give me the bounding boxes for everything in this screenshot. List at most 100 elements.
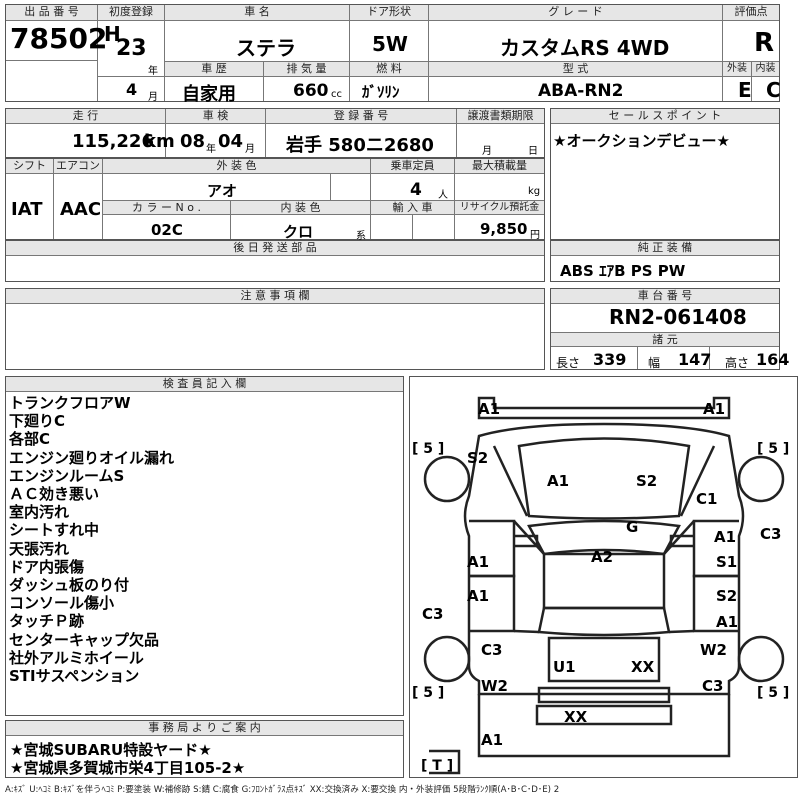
equipment-value: ABS ｴｱB PS PW: [560, 262, 686, 280]
inspection-label: 車 検: [166, 109, 265, 124]
color-value: アオ: [207, 182, 238, 200]
score-value: R: [754, 28, 775, 58]
door-value: 5W: [372, 32, 408, 56]
sales-point-label: セ ー ル ス ポ イ ン ト: [551, 109, 779, 124]
inspection-year-unit: 年: [206, 144, 216, 155]
mark-front-door-right-s1: S1: [716, 553, 738, 571]
era-value: H: [104, 22, 121, 46]
capacity-value: 4: [410, 180, 422, 200]
year-value: 23: [116, 36, 147, 61]
import-label: 輸 入 車: [371, 201, 454, 215]
lot-number: 78502: [10, 22, 108, 55]
shift-value: IAT: [11, 199, 43, 220]
interior-label: 内装: [752, 62, 779, 77]
mileage-unit: km: [144, 131, 175, 152]
height-label: 高さ: [725, 356, 750, 370]
inspector-note: ドア内張傷: [9, 557, 85, 576]
caution-label: 注 意 事 項 欄: [6, 289, 544, 304]
inspector-note: 各部C: [9, 430, 51, 449]
recycle-label: リサイクル預託金: [455, 201, 544, 215]
grade-value: カスタムRS 4WD: [500, 36, 670, 60]
mark-right-rear: C3: [702, 677, 724, 695]
mark-left-rear: W2: [481, 677, 508, 695]
sales-point-section: [550, 108, 780, 240]
score-label: 評価点: [723, 5, 779, 21]
inspector-note: 天張汚れ: [9, 539, 70, 558]
color-label: 外 装 色: [103, 159, 370, 174]
mark-rear-door-left: A1: [467, 587, 490, 605]
mark-rear-left-fender: C3: [481, 641, 503, 659]
transfer-month-unit: 月: [482, 146, 492, 157]
inspector-note: ダッシュ板のり付: [9, 576, 130, 595]
equipment-label: 純 正 装 備: [551, 241, 779, 256]
inspection-month-unit: 月: [245, 144, 255, 155]
mark-rear-panel: XX: [564, 708, 588, 726]
car-name-label: 車 名: [165, 5, 349, 21]
inspection-month: 04: [218, 131, 244, 152]
inspector-note: 室内汚れ: [9, 503, 70, 522]
mark-roof: A2: [591, 548, 614, 566]
mark-front-bumper-right: A1: [703, 400, 726, 418]
chassis-value: RN2-061408: [609, 305, 747, 329]
door-label: ドア形状: [350, 5, 428, 21]
recycle-unit: 円: [530, 230, 540, 241]
history-value: 自家用: [182, 84, 236, 105]
car-name: ステラ: [236, 36, 296, 60]
mark-rear-door-right-s2: S2: [716, 587, 738, 605]
mark-left-sill: C3: [422, 605, 444, 623]
tire-fr: [ 5 ]: [757, 441, 790, 457]
mark-rear-right-fender: W2: [700, 641, 727, 659]
inspector-note: エンジンルームS: [9, 466, 125, 485]
ac-label: エアコン: [54, 159, 102, 174]
maxload-unit: kg: [528, 186, 541, 197]
legend: A:ｷｽﾞ U:ﾍｺﾐ B:ｷｽﾞを伴うﾍｺﾐ P:要塗装 W:補修跡 S:錆 …: [5, 785, 560, 795]
inspector-note: ＡＣ効き悪い: [9, 485, 100, 504]
inspector-note: 社外アルミホイール: [9, 648, 144, 667]
inspector-note: シートすれ中: [9, 521, 100, 540]
inspector-note: エンジン廻りオイル漏れ: [9, 448, 175, 467]
office-label: 事 務 局 よ り ご 案 内: [6, 721, 403, 736]
int-color-value: クロ: [283, 223, 314, 241]
color-no-label: カ ラ ー N o .: [103, 201, 230, 215]
mark-fender-left-front: S2: [467, 449, 489, 467]
history-label: 車 歴: [165, 62, 263, 77]
displacement-value: 660: [293, 81, 329, 101]
mark-rear-door-right-a1: A1: [716, 613, 739, 631]
month-unit: 月: [148, 92, 158, 103]
mileage-label: 走 行: [6, 109, 165, 124]
inspector-section: [5, 376, 404, 716]
mark-fender-right: C1: [696, 490, 718, 508]
specs-label: 諸 元: [551, 333, 779, 347]
mileage-value: 115,226: [72, 131, 154, 152]
inspection-year: 08: [180, 131, 206, 152]
office-line-2: ★宮城県多賀城市栄4丁目105-2★: [10, 759, 246, 777]
sales-point-text: ★オークションデビュー★: [553, 132, 730, 150]
transfer-label: 譲渡書類期限: [457, 109, 544, 124]
chassis-label: 車 台 番 号: [551, 289, 779, 304]
mark-hood-left: A1: [547, 472, 570, 490]
office-line-1: ★宮城SUBARU特設ヤード★: [10, 741, 212, 759]
model-label: 型 式: [429, 62, 722, 77]
inspector-note: トランクフロアW: [9, 394, 131, 412]
width-value: 147: [678, 350, 712, 369]
color-no-value: 02C: [151, 221, 183, 239]
fuel-label: 燃 料: [350, 62, 428, 77]
lot-label: 出 品 番 号: [6, 5, 97, 21]
displacement-unit: cc: [331, 89, 342, 100]
mark-back-door-u1: U1: [553, 658, 576, 676]
fuel-value: ｶﾞｿﾘﾝ: [362, 83, 400, 101]
exterior-value: E: [738, 78, 752, 102]
first-reg-label: 初度登録: [98, 5, 164, 21]
mark-front-door-right-a1: A1: [714, 528, 737, 546]
width-label: 幅: [648, 356, 661, 370]
int-color-unit: 系: [356, 231, 366, 242]
length-value: 339: [593, 350, 627, 369]
grade-label: グ レ ー ド: [429, 5, 722, 21]
inspector-note: 下廻りC: [9, 412, 66, 431]
model-value: ABA-RN2: [538, 81, 624, 101]
displacement-label: 排 気 量: [264, 62, 349, 77]
month-value: 4: [126, 80, 138, 99]
mark-rear-bumper: A1: [481, 731, 504, 749]
recycle-value: 9,850: [480, 220, 528, 238]
year-unit: 年: [148, 66, 158, 77]
